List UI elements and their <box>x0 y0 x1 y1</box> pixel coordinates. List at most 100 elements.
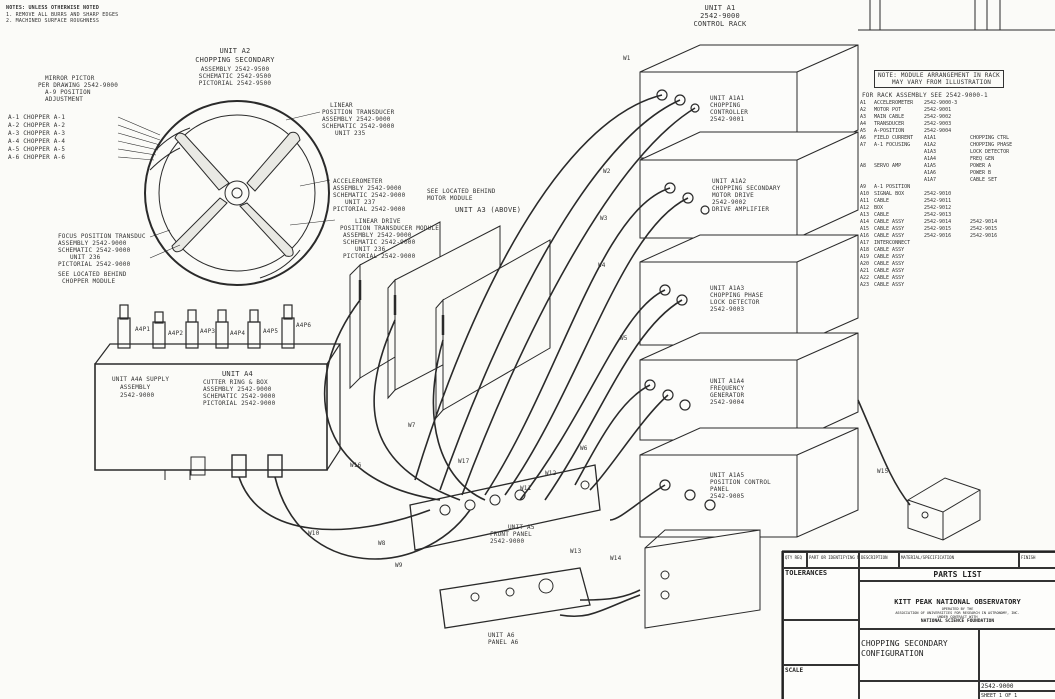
parts-cell <box>970 184 1030 191</box>
parts-cell: SERVO AMP <box>874 163 902 169</box>
parts-cell <box>970 107 1030 114</box>
mirror-left-2: PER DRAWING 2542-9000 <box>38 82 119 89</box>
parts-cell: CABLE ASSY <box>874 261 905 267</box>
cable-label-11: W11 <box>520 485 532 492</box>
parts-cell: 2542-9010 <box>924 191 952 197</box>
parts-cell: CABLE SET <box>970 177 998 183</box>
parts-cell: A14 <box>860 219 870 225</box>
parts-cell: CABLE ASSY <box>874 233 905 239</box>
col-header-3: DESCRIPTION <box>859 552 899 568</box>
parts-cell: A1A2 <box>924 142 937 148</box>
notes-title: NOTES: UNLESS OTHERWISE NOTED <box>6 5 100 11</box>
unit-a1-part: 2542-9000 <box>700 12 740 20</box>
parts-cell <box>970 114 1030 121</box>
cable-label-3: W3 <box>600 215 608 222</box>
unit-a4-name: UNIT A4 <box>222 370 253 378</box>
unit-a1-desc: CONTROL RACK <box>693 20 747 28</box>
unit-a2-line-3: PICTORIAL 2542-9500 <box>198 80 272 87</box>
col-header-1: QTY REQ <box>783 552 807 568</box>
unit-a5-name: UNIT A5 <box>508 524 535 531</box>
card-callout-3: ASSEMBLY 2542-9000 <box>343 232 412 239</box>
mirror-left-1: MIRROR PICTOR <box>45 75 95 82</box>
scale-label: SCALE <box>783 665 859 699</box>
parts-cell: BOX <box>874 205 884 211</box>
parts-cell: A-1 POSITION <box>874 184 911 190</box>
parts-cell <box>860 177 874 184</box>
parts-cell <box>874 170 924 177</box>
unit-a4-box <box>94 304 342 480</box>
parts-list-label: PARTS LIST <box>859 568 1055 581</box>
accel-1: ACCELEROMETER <box>333 178 383 185</box>
parts-cell <box>924 268 970 275</box>
cable-label-14: W14 <box>610 555 622 562</box>
parts-cell <box>970 198 1030 205</box>
parts-cell: 2542-9011 <box>924 198 952 204</box>
unit-a6-line-1: PANEL A6 <box>488 639 519 646</box>
parts-cell: CABLE ASSY <box>874 219 905 225</box>
col-header-5: FINISH <box>1019 552 1055 568</box>
focus-1: FOCUS POSITION TRANSDUC <box>58 233 146 240</box>
card-callout-5: UNIT 236 <box>355 246 386 253</box>
unit-a5-panel <box>409 464 601 551</box>
linear-3: ASSEMBLY 2542-9000 <box>322 116 391 123</box>
chopper-list-6: A-6 CHOPPER A-6 <box>8 154 66 161</box>
tolerances-box: TOLERANCES <box>783 568 859 620</box>
parts-cell: LOCK DETECTOR <box>970 149 1010 155</box>
parts-cell: CHOPPING CTRL <box>970 135 1010 141</box>
cable-label-1: W1 <box>623 55 631 62</box>
unit-a4-line-1: CUTTER RING & BOX <box>203 379 268 386</box>
power-left-3: 2542-9000 <box>120 392 155 399</box>
parts-cell: A19 <box>860 254 870 260</box>
panel-label-4: A4P4 <box>230 330 246 337</box>
parts-cell: MAIN CABLE <box>874 114 905 120</box>
unit-a5-line-2: 2542-9000 <box>490 538 525 545</box>
accel-5: PICTORIAL 2542-9000 <box>333 206 406 213</box>
cable-label-12: W12 <box>545 470 557 477</box>
chopper-list-1: A-1 CHOPPER A-1 <box>8 114 66 121</box>
parts-cell <box>970 268 1030 275</box>
parts-cell: A21 <box>860 268 870 274</box>
parts-cell: A18 <box>860 247 870 253</box>
parts-cell: A1A7 <box>924 177 937 183</box>
panel-label-6: A4P6 <box>296 322 312 329</box>
unit-a2-mirror <box>144 100 330 286</box>
linear-1: LINEAR <box>330 102 353 109</box>
cable-label-10: W10 <box>308 530 320 537</box>
parts-cell: ACCELEROMETER <box>874 100 914 106</box>
parts-cell: A5 <box>860 128 867 134</box>
parts-cell: A3 <box>860 114 867 120</box>
parts-cell <box>924 240 970 247</box>
parts-cell <box>970 128 1030 135</box>
card-callout-2: POSITION TRANSDUCER MODULE <box>340 225 440 232</box>
cable-label-5: W5 <box>620 335 628 342</box>
cable-label-7: W7 <box>408 422 416 429</box>
cable-bundle <box>238 94 911 618</box>
linear-5: UNIT 235 <box>335 130 366 137</box>
focus-note-1: SEE LOCATED BEHIND <box>58 271 127 278</box>
parts-cell: 2542-9014 <box>970 219 998 225</box>
parts-cell <box>970 121 1030 128</box>
parts-cell: A-POSITION <box>874 128 905 134</box>
parts-cell: 2542-9014 <box>924 219 952 225</box>
dwg-number: 2542-9000 <box>979 681 1055 691</box>
parts-cell <box>860 156 874 163</box>
parts-cell: FIELD CURRENT <box>874 135 914 141</box>
panel-label-2: A4P2 <box>168 330 184 337</box>
power-left-1: UNIT A4A SUPPLY <box>112 376 170 383</box>
